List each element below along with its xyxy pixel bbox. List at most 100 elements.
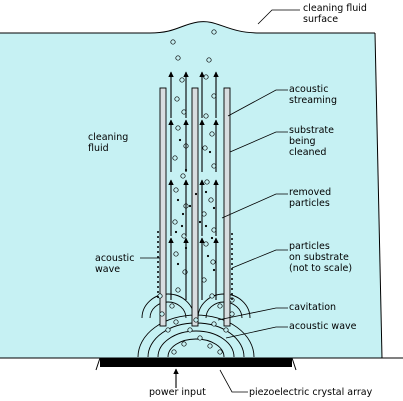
bubble bbox=[187, 327, 193, 333]
particle-dot bbox=[212, 268, 216, 272]
crystal-array-left-edge bbox=[95, 357, 101, 371]
bubble bbox=[202, 145, 208, 151]
wave-arc-bottom bbox=[167, 338, 225, 358]
label-cleaning-fluid: cleaning fluid bbox=[88, 132, 129, 154]
label-acoustic-streaming: acoustic streaming bbox=[289, 84, 337, 106]
bubble bbox=[229, 311, 235, 317]
particle-dot bbox=[174, 230, 178, 234]
leader-line bbox=[219, 369, 248, 393]
particle-on-substrate-dot bbox=[157, 241, 159, 243]
particle-on-substrate-dot bbox=[157, 286, 159, 288]
bubble bbox=[223, 327, 229, 333]
substrate-plates bbox=[159, 87, 231, 327]
bubble bbox=[180, 173, 186, 179]
particle-dot bbox=[176, 198, 180, 202]
bubble bbox=[204, 179, 210, 185]
leader-line bbox=[229, 131, 288, 153]
particle-on-substrate-dot bbox=[231, 263, 233, 265]
piezoelectric-crystal-array bbox=[95, 357, 297, 388]
bubble bbox=[210, 259, 216, 265]
label-cleaning-fluid-surface: cleaning fluid surface bbox=[303, 3, 367, 25]
particle-on-substrate-dot bbox=[231, 243, 233, 245]
bubble bbox=[173, 319, 179, 325]
bubble bbox=[173, 251, 179, 257]
tank-wall-line bbox=[374, 32, 383, 359]
particle-dot bbox=[208, 150, 212, 154]
wave-arc-gap bbox=[149, 301, 187, 319]
label-piezoelectric-crystal-array: piezoelectric crystal array bbox=[249, 387, 373, 398]
bubble bbox=[169, 303, 175, 309]
bubble bbox=[206, 57, 212, 63]
bubble bbox=[175, 287, 181, 293]
particle-on-substrate-dot bbox=[231, 278, 233, 280]
particle-on-substrate-dot bbox=[231, 268, 233, 270]
particle-dot bbox=[210, 236, 214, 240]
bubble bbox=[207, 343, 213, 349]
fluid-surface-line bbox=[0, 21, 375, 34]
leader-line bbox=[257, 9, 300, 25]
substrate-plate bbox=[159, 87, 167, 327]
particle-on-substrate-dot bbox=[157, 271, 159, 273]
bubble bbox=[159, 311, 165, 317]
particle-on-substrate-dot bbox=[231, 233, 233, 235]
particle-on-substrate-dot bbox=[157, 276, 159, 278]
particle-on-substrate-dot bbox=[157, 296, 159, 298]
particle-on-substrate-dot bbox=[231, 288, 233, 290]
crystal-array-bar bbox=[100, 358, 292, 367]
bubble bbox=[211, 29, 217, 35]
leader-line bbox=[227, 89, 288, 117]
bubble bbox=[165, 327, 171, 333]
wave-arc-bottom bbox=[157, 330, 235, 358]
leader-line bbox=[231, 249, 288, 269]
label-acoustic-wave-right: acoustic wave bbox=[289, 321, 357, 332]
bubble bbox=[203, 241, 209, 247]
bubble bbox=[172, 219, 178, 225]
fluid-body bbox=[0, 21, 382, 359]
particle-on-substrate-dot bbox=[157, 261, 159, 263]
particle-dot bbox=[206, 254, 210, 258]
leader-line bbox=[221, 193, 288, 219]
particle-on-substrate-dot bbox=[157, 266, 159, 268]
bubble bbox=[209, 293, 215, 299]
removed-particles-dots bbox=[157, 138, 233, 300]
label-leader-lines bbox=[140, 9, 300, 393]
particle-on-substrate-dot bbox=[231, 273, 233, 275]
particle-dot bbox=[204, 224, 208, 228]
particle-on-substrate-dot bbox=[231, 293, 233, 295]
particle-on-substrate-dot bbox=[231, 298, 233, 300]
particle-on-substrate-dot bbox=[157, 246, 159, 248]
bubble bbox=[203, 113, 209, 119]
bubble bbox=[171, 349, 177, 355]
particle-dot bbox=[181, 212, 185, 216]
bubble bbox=[217, 303, 223, 309]
bubble bbox=[181, 341, 187, 347]
bubble bbox=[208, 197, 214, 203]
particle-on-substrate-dot bbox=[231, 253, 233, 255]
particle-on-substrate-dot bbox=[157, 256, 159, 258]
label-removed-particles: removed particles bbox=[289, 187, 332, 209]
label-power-input: power input bbox=[149, 387, 206, 398]
substrate-plate bbox=[191, 87, 199, 327]
label-substrate-being-cleaned: substrate being cleaned bbox=[289, 125, 334, 158]
crystal-array-right-edge bbox=[291, 357, 297, 371]
bubble bbox=[209, 131, 215, 137]
leader-line bbox=[225, 326, 288, 339]
bubble bbox=[217, 349, 223, 355]
bubble bbox=[197, 335, 203, 341]
bubble bbox=[179, 77, 185, 83]
particle-dot bbox=[198, 220, 202, 224]
bubble bbox=[170, 39, 176, 45]
particle-on-substrate-dot bbox=[231, 283, 233, 285]
bubble bbox=[173, 187, 179, 193]
particle-on-substrate-dot bbox=[157, 291, 159, 293]
label-acoustic-wave-left: acoustic wave bbox=[95, 253, 135, 275]
leader-line bbox=[217, 307, 288, 321]
particle-on-substrate-dot bbox=[231, 238, 233, 240]
particle-on-substrate-dot bbox=[157, 231, 159, 233]
bubble bbox=[211, 321, 217, 327]
bubble bbox=[175, 125, 181, 131]
particle-on-substrate-dot bbox=[157, 236, 159, 238]
acoustic-streaming-arrows bbox=[168, 71, 219, 300]
